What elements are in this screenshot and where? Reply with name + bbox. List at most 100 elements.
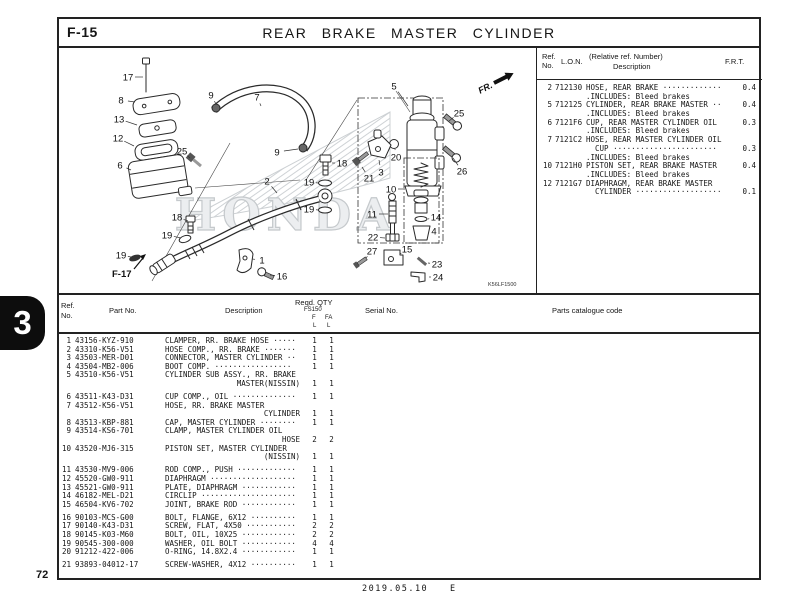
part-cap-8 [132,93,181,116]
part-spring [413,162,429,188]
part-callout-26: 26 [457,167,468,178]
f17-reference: F-17 [112,254,146,280]
part-callout-13: 13 [114,115,125,126]
diagram-code: K56LF1500 [488,282,516,288]
part-oring-20 [389,139,399,149]
ref-col-header: Ref. [61,301,75,310]
assembly-5-outline [357,97,444,244]
part-callout-15: 15 [402,245,413,256]
part-hose-7 [211,84,316,152]
part-callout-9: 9 [208,91,213,102]
ref-table-row: .INCLUDES: Bleed brakes [586,153,690,162]
part-washer-19a [178,234,192,244]
ref-col-header: Ref. [542,52,556,61]
catalogue-code-col-header: Parts catalogue code [552,306,623,315]
part-pin-23 [416,256,428,266]
callout-leader-line [271,186,278,194]
ref-table-row: CUP ·······················0.3 [586,143,756,153]
part-piston [413,189,429,214]
part-callout-12: 12 [113,134,124,145]
part-banjo-eye [317,188,333,204]
part-callout-21: 21 [364,174,375,185]
part-bolt-18-lower [185,215,196,234]
part-nut-22 [385,233,400,242]
description-col-header: Description [613,62,651,71]
callout-leader-line [448,117,454,122]
part-callout-11: 11 [367,210,377,221]
relative-ref-header: (Relative ref. Number) [589,52,663,61]
part-bolt-25-left [185,152,202,168]
callout-leader-line [214,100,217,105]
qty-f-header: F [312,315,316,321]
callout-leader-line [125,120,138,126]
section-tab: 3 [0,296,45,350]
callout-leader-line [397,91,409,107]
part-callout-8: 8 [118,96,123,107]
ref-table-row: CYLINDER ···················0.1 [586,187,756,197]
qty-fa-header: FA [325,315,333,321]
part-callout-27: 27 [367,247,378,258]
callout-leader-line [173,236,182,239]
callout-leader-line [259,103,262,107]
part-callout-4: 4 [431,227,436,238]
callout-leader-line [126,167,132,171]
callout-leader-line [452,157,459,166]
honda-wing-watermark: HONDA [174,111,392,242]
part-hose-2 [170,195,320,264]
part-callout-18: 18 [337,159,348,170]
part-callout-22: 22 [368,233,379,244]
serial-no-col-header: Serial No. [365,306,398,315]
section-tab-number: 3 [13,304,32,341]
part-callout-14: 14 [431,213,442,224]
footer-edition: E [450,584,456,594]
page-number: 72 [36,569,49,581]
part-callout-2: 2 [264,177,269,188]
part-callout-19: 19 [116,251,127,262]
page-title: REAR BRAKE MASTER CYLINDER [262,25,556,41]
part-screw-21 [351,151,370,167]
part-callout-7: 7 [254,93,259,104]
qty-col-header: Reqd. QTY [295,298,333,307]
reference-table-header: Ref. No. L.O.N. (Relative ref. Number) D… [537,47,762,80]
callout-leader-line [378,159,381,166]
part-callout-16: 16 [277,272,288,283]
part-callout-23: 23 [432,260,443,271]
part-callout-19: 19 [304,178,315,189]
part-reservoir-6 [127,154,193,199]
part-screw-27 [352,256,368,269]
part-master-cylinder-body [404,95,445,197]
reference-table: Ref. No. L.O.N. (Relative ref. Number) D… [536,47,762,293]
footer-date: 2019.05.10 [362,584,429,594]
part-callout-5: 5 [391,82,396,93]
part-washer-19b [129,254,141,262]
part-callout-18: 18 [172,213,183,224]
frt-col-header: F.R.T. [725,57,745,66]
part-callout-6: 6 [117,161,122,172]
part-callout-25: 25 [177,147,188,158]
part-circlip-14 [414,216,428,222]
callout-leader-line [127,256,132,258]
